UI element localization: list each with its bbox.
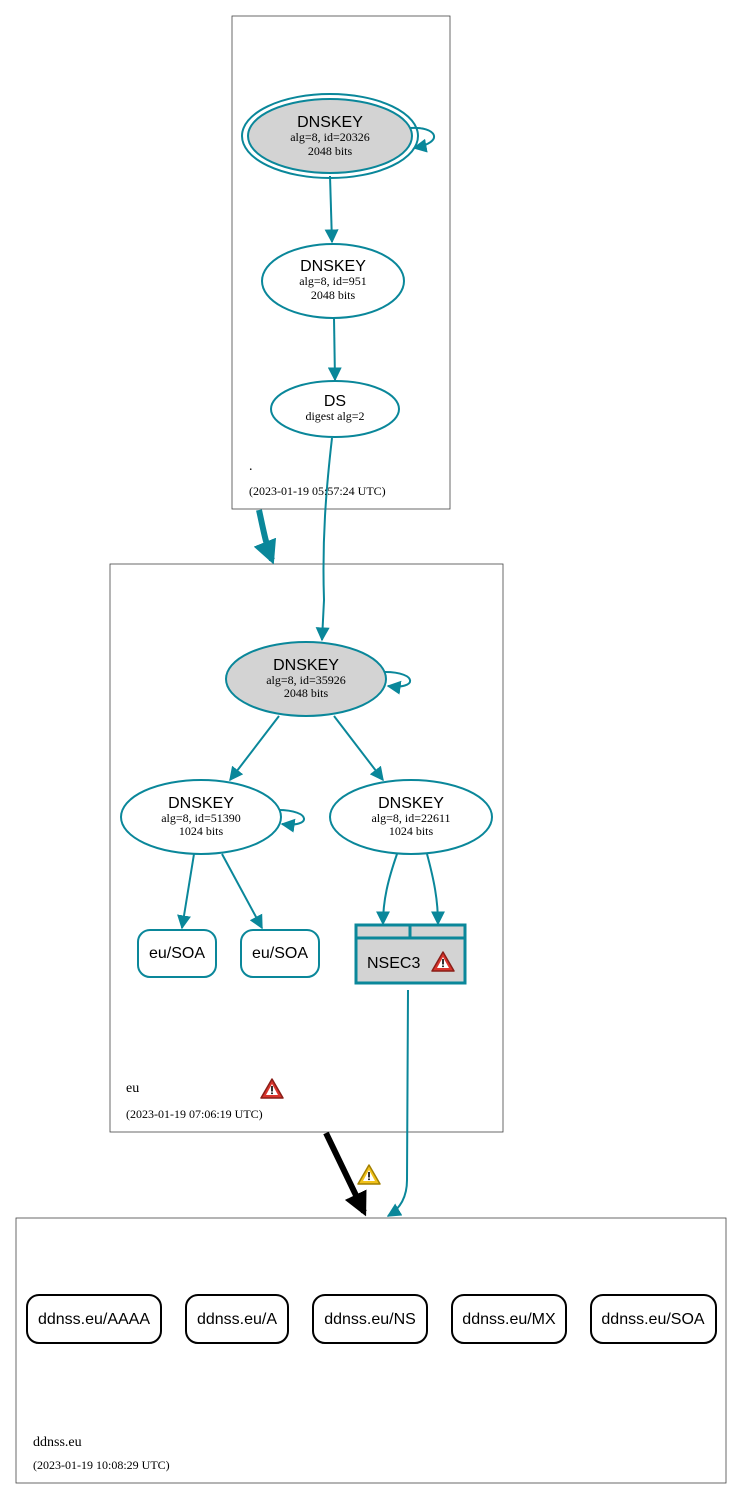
node-eu-ksk-title: DNSKEY [273, 657, 339, 674]
node-eu-zsk1[interactable]: DNSKEY alg=8, id=51390 1024 bits [120, 779, 282, 855]
zone-eu-timestamp: (2023-01-19 07:06:19 UTC) [126, 1107, 263, 1121]
edge-eu-ksk-zsk2 [333, 715, 384, 782]
rrset-ns[interactable]: ddnss.eu/NS [312, 1294, 428, 1344]
node-eu-nsec3-label: NSEC3 [367, 955, 420, 972]
node-root-zsk-line1: alg=8, id=951 [299, 274, 367, 288]
node-eu-soa2-label: eu/SOA [252, 945, 308, 962]
node-root-ksk[interactable]: DNSKEY alg=8, id=20326 2048 bits [241, 93, 419, 179]
node-eu-nsec3[interactable]: NSEC3 [354, 923, 467, 985]
node-eu-zsk1-line2: 1024 bits [179, 824, 224, 838]
edge-eu-ksk-zsk1 [229, 715, 280, 782]
edge-nsec3-ddnss [386, 989, 409, 1217]
rrset-a-label: ddnss.eu/A [197, 1311, 277, 1328]
node-eu-soa2[interactable]: eu/SOA [240, 929, 320, 978]
edge-eu-zsk1-self [277, 809, 305, 833]
zone-box-ddnss [15, 1217, 727, 1484]
edge-eu-ksk-self [384, 671, 412, 695]
rrset-a[interactable]: ddnss.eu/A [185, 1294, 289, 1344]
rrset-mx[interactable]: ddnss.eu/MX [451, 1294, 567, 1344]
edge-ds-eu-ksk [315, 437, 333, 642]
node-eu-zsk2-title: DNSKEY [378, 795, 444, 812]
node-root-zsk[interactable]: DNSKEY alg=8, id=951 2048 bits [261, 243, 405, 319]
node-root-zsk-line2: 2048 bits [311, 288, 356, 302]
warning-icon [357, 1164, 381, 1185]
node-eu-zsk2-line1: alg=8, id=22611 [371, 811, 450, 825]
node-eu-soa1[interactable]: eu/SOA [137, 929, 217, 978]
rrset-soa[interactable]: ddnss.eu/SOA [590, 1294, 717, 1344]
edge-eu-zsk2-nsec3-b [426, 853, 445, 926]
zone-ddnss-timestamp: (2023-01-19 10:08:29 UTC) [33, 1458, 170, 1472]
node-eu-zsk1-line1: alg=8, id=51390 [161, 811, 241, 825]
error-icon [260, 1078, 284, 1099]
node-root-zsk-title: DNSKEY [300, 258, 366, 275]
error-icon [431, 951, 455, 972]
zone-eu-name: eu [126, 1081, 139, 1096]
zone-root-name: . [249, 459, 253, 474]
node-eu-zsk2[interactable]: DNSKEY alg=8, id=22611 1024 bits [329, 779, 493, 855]
rrset-aaaa[interactable]: ddnss.eu/AAAA [26, 1294, 162, 1344]
edge-eu-zsk2-nsec3-a [376, 853, 398, 926]
edge-eu-zsk2-soa2 [221, 853, 263, 930]
node-eu-ksk[interactable]: DNSKEY alg=8, id=35926 2048 bits [225, 641, 387, 717]
node-root-ksk-line1: alg=8, id=20326 [290, 130, 370, 144]
node-root-ksk-title: DNSKEY [297, 114, 363, 131]
node-root-ksk-line2: 2048 bits [308, 144, 353, 158]
rrset-mx-label: ddnss.eu/MX [462, 1311, 556, 1328]
node-root-ds-line1: digest alg=2 [305, 409, 364, 423]
edge-eu-zsk1-soa1 [177, 853, 195, 930]
node-eu-ksk-line1: alg=8, id=35926 [266, 673, 346, 687]
rrset-aaaa-label: ddnss.eu/AAAA [38, 1311, 150, 1328]
edge-root-zsk-ds [327, 317, 342, 382]
edge-root-ksk-zsk [324, 175, 339, 244]
rrset-soa-label: ddnss.eu/SOA [601, 1311, 705, 1328]
node-eu-soa1-label: eu/SOA [149, 945, 205, 962]
zone-ddnss-name: ddnss.eu [33, 1435, 82, 1450]
node-eu-zsk1-title: DNSKEY [168, 795, 234, 812]
edge-delegation-root-eu [253, 509, 277, 565]
rrset-ns-label: ddnss.eu/NS [324, 1311, 416, 1328]
node-eu-zsk2-line2: 1024 bits [389, 824, 434, 838]
zone-root-timestamp: (2023-01-19 05:57:24 UTC) [249, 484, 386, 498]
edge-delegation-eu-ddnss [323, 1131, 367, 1217]
node-root-ds[interactable]: DS digest alg=2 [270, 380, 400, 438]
node-root-ds-title: DS [324, 393, 346, 410]
node-eu-ksk-line2: 2048 bits [284, 686, 329, 700]
